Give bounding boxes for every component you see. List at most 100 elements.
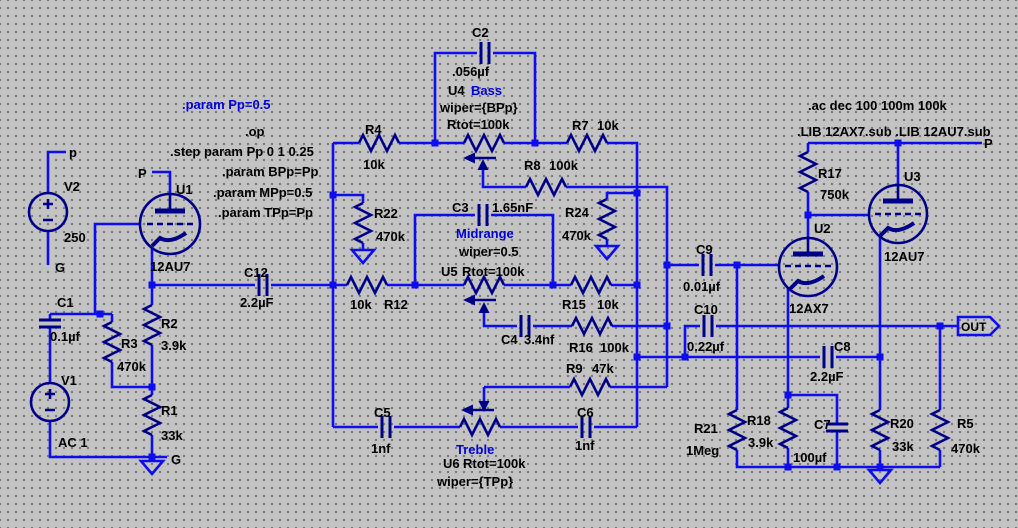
component-u2-triode[interactable]: U2 12AX7 [777, 221, 839, 316]
directive-param-bpp[interactable]: .param BPp=Pp [222, 164, 319, 179]
net-flag-p-v2[interactable]: p [69, 145, 77, 160]
c12-value[interactable]: 2.2µF [240, 295, 274, 310]
c2-name[interactable]: C2 [472, 25, 489, 40]
u1-name[interactable]: U1 [176, 182, 193, 197]
c1-name[interactable]: C1 [57, 295, 74, 310]
component-r4[interactable]: R4 10k [357, 122, 401, 172]
r12-value[interactable]: 10k [350, 297, 372, 312]
r21-name[interactable]: R21 [694, 421, 718, 436]
component-c3[interactable]: C3 1.65nF [452, 200, 533, 226]
r1-name[interactable]: R1 [161, 403, 178, 418]
c9-value[interactable]: 0.01µf [683, 279, 721, 294]
r15-value[interactable]: 10k [597, 297, 619, 312]
component-c4[interactable]: C4 3.4nf [501, 315, 555, 347]
c6-value[interactable]: 1nf [575, 438, 595, 453]
component-u5-midrange-pot[interactable]: Midrange wiper=0.5 U5 Rtot=100k [441, 226, 525, 313]
directive-param-tpp[interactable]: .param TPp=Pp [218, 205, 313, 220]
u5-name[interactable]: U5 [441, 264, 458, 279]
c4-name[interactable]: C4 [501, 332, 518, 347]
component-r21[interactable]: R21 1Meg [686, 408, 748, 458]
c9-name[interactable]: C9 [696, 242, 713, 257]
r12-name[interactable]: R12 [384, 297, 408, 312]
net-flag-g-bottom[interactable]: G [171, 452, 181, 467]
component-r20[interactable]: R20 33k [869, 408, 914, 454]
u4-wiper[interactable]: wiper={BPp} [439, 100, 518, 115]
component-c10[interactable]: C10 0.22µf [687, 302, 725, 354]
c4-value[interactable]: 3.4nf [524, 332, 555, 347]
component-r12[interactable]: 10k R12 [345, 274, 408, 312]
c2-value[interactable]: .056µf [452, 64, 490, 79]
component-r5[interactable]: R5 470k [929, 408, 981, 456]
v1-value[interactable]: AC 1 [58, 435, 88, 450]
r17-name[interactable]: R17 [818, 166, 842, 181]
r15-name[interactable]: R15 [562, 297, 586, 312]
r24-name[interactable]: R24 [565, 205, 590, 220]
c10-value[interactable]: 0.22µf [687, 339, 725, 354]
wires-left[interactable] [46, 150, 333, 459]
r2-name[interactable]: R2 [161, 316, 178, 331]
c5-name[interactable]: C5 [374, 405, 391, 420]
component-u3-triode[interactable]: U3 12AU7 [867, 169, 929, 264]
net-flag-p-u1[interactable]: P [138, 166, 147, 181]
r8-value[interactable]: 100k [549, 158, 579, 173]
u2-name[interactable]: U2 [814, 221, 831, 236]
r16-name[interactable]: R16 [569, 340, 593, 355]
v1-name[interactable]: V1 [61, 373, 77, 388]
u4-title[interactable]: Bass [471, 83, 502, 98]
c7-name[interactable]: C7 [814, 417, 831, 432]
component-c12[interactable]: C12 2.2µF [240, 265, 274, 310]
r4-name[interactable]: R4 [365, 122, 382, 137]
directive-step[interactable]: .step param Pp 0 1 0.25 [170, 144, 314, 159]
r3-name[interactable]: R3 [121, 336, 138, 351]
directive-op[interactable]: .op [245, 124, 265, 139]
c3-value[interactable]: 1.65nF [492, 200, 533, 215]
component-r15[interactable]: R15 10k [562, 274, 619, 312]
component-c1[interactable]: C1 0.1µf [39, 295, 81, 344]
component-u1-triode[interactable]: P U1 12AU7 [138, 166, 202, 274]
r7-value[interactable]: 10k [597, 118, 619, 133]
u5-wiper[interactable]: wiper=0.5 [458, 244, 519, 259]
u5-rtot[interactable]: Rtot=100k [462, 264, 525, 279]
net-flag-g-v2[interactable]: G [55, 260, 65, 275]
c8-name[interactable]: C8 [834, 339, 851, 354]
component-c7[interactable]: C7 100µf [793, 417, 848, 465]
component-u6-treble-pot[interactable]: Treble U6 Rtot=100k wiper={TPp} [436, 401, 526, 489]
ground-symbols[interactable] [138, 244, 894, 486]
r5-name[interactable]: R5 [957, 416, 974, 431]
r2-value[interactable]: 3.9k [161, 338, 187, 353]
r18-name[interactable]: R18 [747, 413, 771, 428]
u3-type[interactable]: 12AU7 [884, 249, 924, 264]
component-v2-source[interactable]: p V2 250 G [27, 145, 86, 275]
component-r9[interactable]: R9 47k [566, 361, 614, 398]
v2-name[interactable]: V2 [64, 179, 80, 194]
c3-name[interactable]: C3 [452, 200, 469, 215]
r20-value[interactable]: 33k [892, 439, 914, 454]
component-r18[interactable]: R18 3.9k [747, 406, 799, 450]
component-c5[interactable]: C5 1nf [371, 405, 392, 456]
component-c9[interactable]: C9 0.01µf [683, 242, 721, 294]
u2-type[interactable]: 12AX7 [789, 301, 829, 316]
component-r24[interactable]: R24 470k [562, 197, 618, 243]
c8-value[interactable]: 2.2µF [810, 369, 844, 384]
u4-rtot[interactable]: Rtot=100k [447, 117, 510, 132]
r4-value[interactable]: 10k [363, 157, 385, 172]
r8-name[interactable]: R8 [524, 158, 541, 173]
r17-value[interactable]: 750k [820, 187, 850, 202]
net-flag-out[interactable]: OUT [956, 315, 1001, 337]
component-c2[interactable]: C2 .056µf [452, 25, 491, 79]
component-r17[interactable]: R17 750k [797, 150, 850, 202]
c6-name[interactable]: C6 [577, 405, 594, 420]
component-r22[interactable]: R22 470k [352, 201, 406, 245]
r16-value[interactable]: 100k [600, 340, 630, 355]
u6-title[interactable]: Treble [456, 442, 494, 457]
c5-value[interactable]: 1nf [371, 441, 391, 456]
r22-name[interactable]: R22 [374, 206, 398, 221]
directive-ac[interactable]: .ac dec 100 100m 100k [808, 98, 948, 113]
r7-name[interactable]: R7 [572, 118, 589, 133]
v2-value[interactable]: 250 [64, 230, 86, 245]
r9-name[interactable]: R9 [566, 361, 583, 376]
r21-value[interactable]: 1Meg [686, 443, 719, 458]
r9-value[interactable]: 47k [592, 361, 614, 376]
net-flag-p-right[interactable]: P [984, 136, 993, 151]
component-u4-bass-pot[interactable]: U4 Bass wiper={BPp} Rtot=100k [439, 83, 518, 170]
